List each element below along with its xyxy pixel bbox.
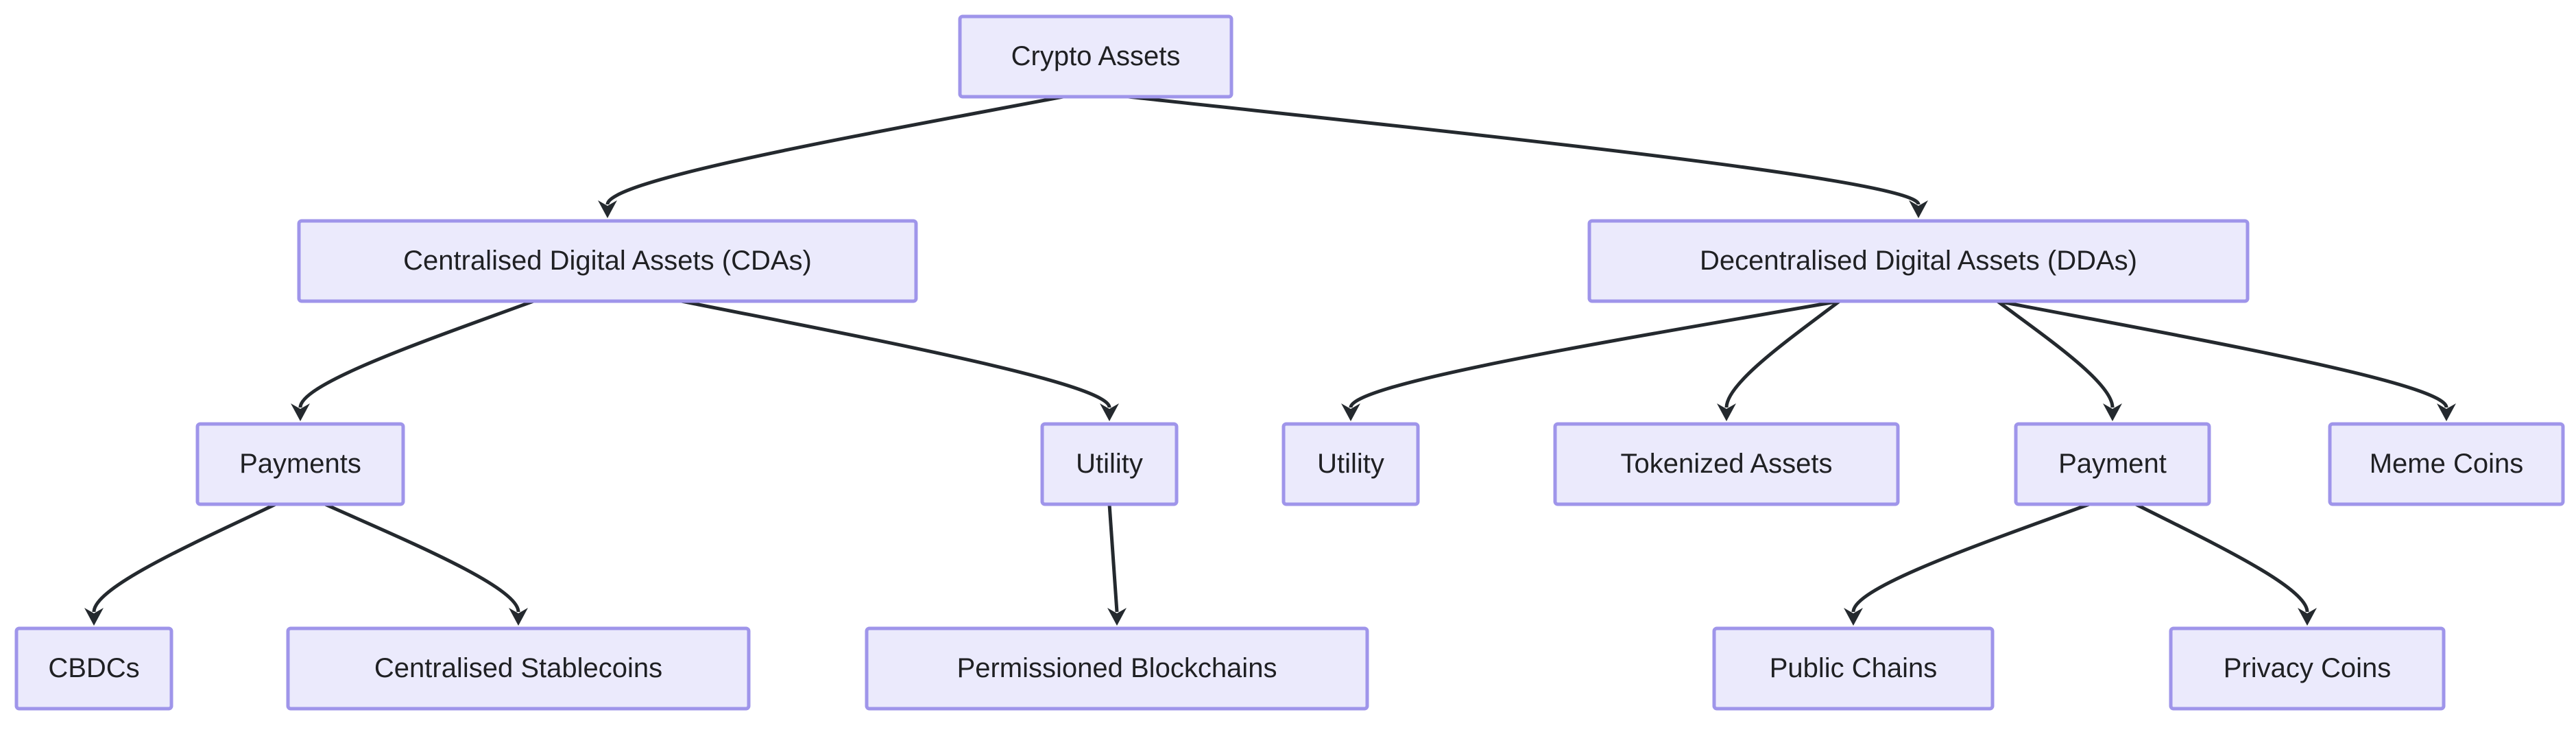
node-box[interactable] [286,626,751,711]
flow-edge [291,299,534,421]
edge-layer [84,95,2456,626]
node-label: Payments [239,449,361,479]
node-box[interactable] [1040,422,1179,506]
flow-node-centralised-stablecoins[interactable]: Centralised Stablecoins [286,626,751,711]
node-box[interactable] [1281,422,1420,506]
flow-node-crypto-assets[interactable]: Crypto Assets [958,14,1233,99]
node-label: CBDCs [48,653,139,683]
node-label: Payment [2058,449,2167,479]
node-box[interactable] [1587,219,2250,303]
flow-edge [324,502,528,626]
node-box[interactable] [865,626,1369,711]
node-label: Privacy Coins [2224,653,2392,683]
node-label: Utility [1317,449,1384,479]
flow-edge [1341,299,1840,421]
flow-node-cda-utility[interactable]: Utility [1040,422,1179,506]
flow-node-dda-tokenized-assets[interactable]: Tokenized Assets [1553,422,1900,506]
edge-arrowhead [1717,403,1736,421]
node-box[interactable] [297,219,918,303]
node-label: Meme Coins [2370,449,2524,479]
flow-node-privacy-coins[interactable]: Privacy Coins [2169,626,2446,711]
edge-arrowhead [1100,403,1119,421]
flow-edge [1107,504,1127,626]
edge-arrowhead [509,608,528,626]
flow-node-dda-payment[interactable]: Payment [2014,422,2211,506]
flow-node-cdas[interactable]: Centralised Digital Assets (CDAs) [297,219,918,303]
flow-edge [1717,300,1841,421]
node-label: Centralised Digital Assets (CDAs) [403,246,812,276]
node-box[interactable] [2014,422,2211,506]
flow-edge [1844,502,2091,626]
flow-edge [1997,299,2456,421]
node-box[interactable] [14,626,173,711]
node-box[interactable] [1712,626,1995,711]
edge-arrowhead [1909,200,1928,218]
flow-edge [681,299,1119,421]
flow-edge [2134,502,2317,626]
node-box[interactable] [195,422,405,506]
flow-edge [598,95,1063,218]
flow-edge [1128,95,1928,218]
edge-arrowhead [598,200,617,218]
node-label: Utility [1076,449,1143,479]
edge-arrowhead [2103,403,2122,421]
node-label: Public Chains [1770,653,1938,683]
flow-edge [1996,299,2122,421]
edge-arrowhead [1341,403,1360,421]
node-label: Tokenized Assets [1620,449,1832,479]
edge-arrowhead [2437,403,2456,421]
node-box[interactable] [2169,626,2446,711]
flow-node-public-chains[interactable]: Public Chains [1712,626,1995,711]
flow-node-cbdcs[interactable]: CBDCs [14,626,173,711]
edge-arrowhead [1107,608,1127,626]
node-box[interactable] [2328,422,2565,506]
flow-edge [84,502,277,626]
edge-arrowhead [84,608,104,626]
flow-node-dda-utility[interactable]: Utility [1281,422,1420,506]
node-label: Centralised Stablecoins [374,653,662,683]
node-box[interactable] [958,14,1233,99]
edge-arrowhead [1844,608,1863,626]
node-box[interactable] [1553,422,1900,506]
flow-node-cda-payments[interactable]: Payments [195,422,405,506]
node-label: Decentralised Digital Assets (DDAs) [1700,246,2137,276]
flow-node-ddas[interactable]: Decentralised Digital Assets (DDAs) [1587,219,2250,303]
flow-node-dda-meme-coins[interactable]: Meme Coins [2328,422,2565,506]
node-label: Permissioned Blockchains [957,653,1277,683]
flow-node-permissioned-blockchains[interactable]: Permissioned Blockchains [865,626,1369,711]
edge-arrowhead [2298,608,2317,626]
node-label: Crypto Assets [1011,41,1181,71]
edge-arrowhead [291,403,310,421]
